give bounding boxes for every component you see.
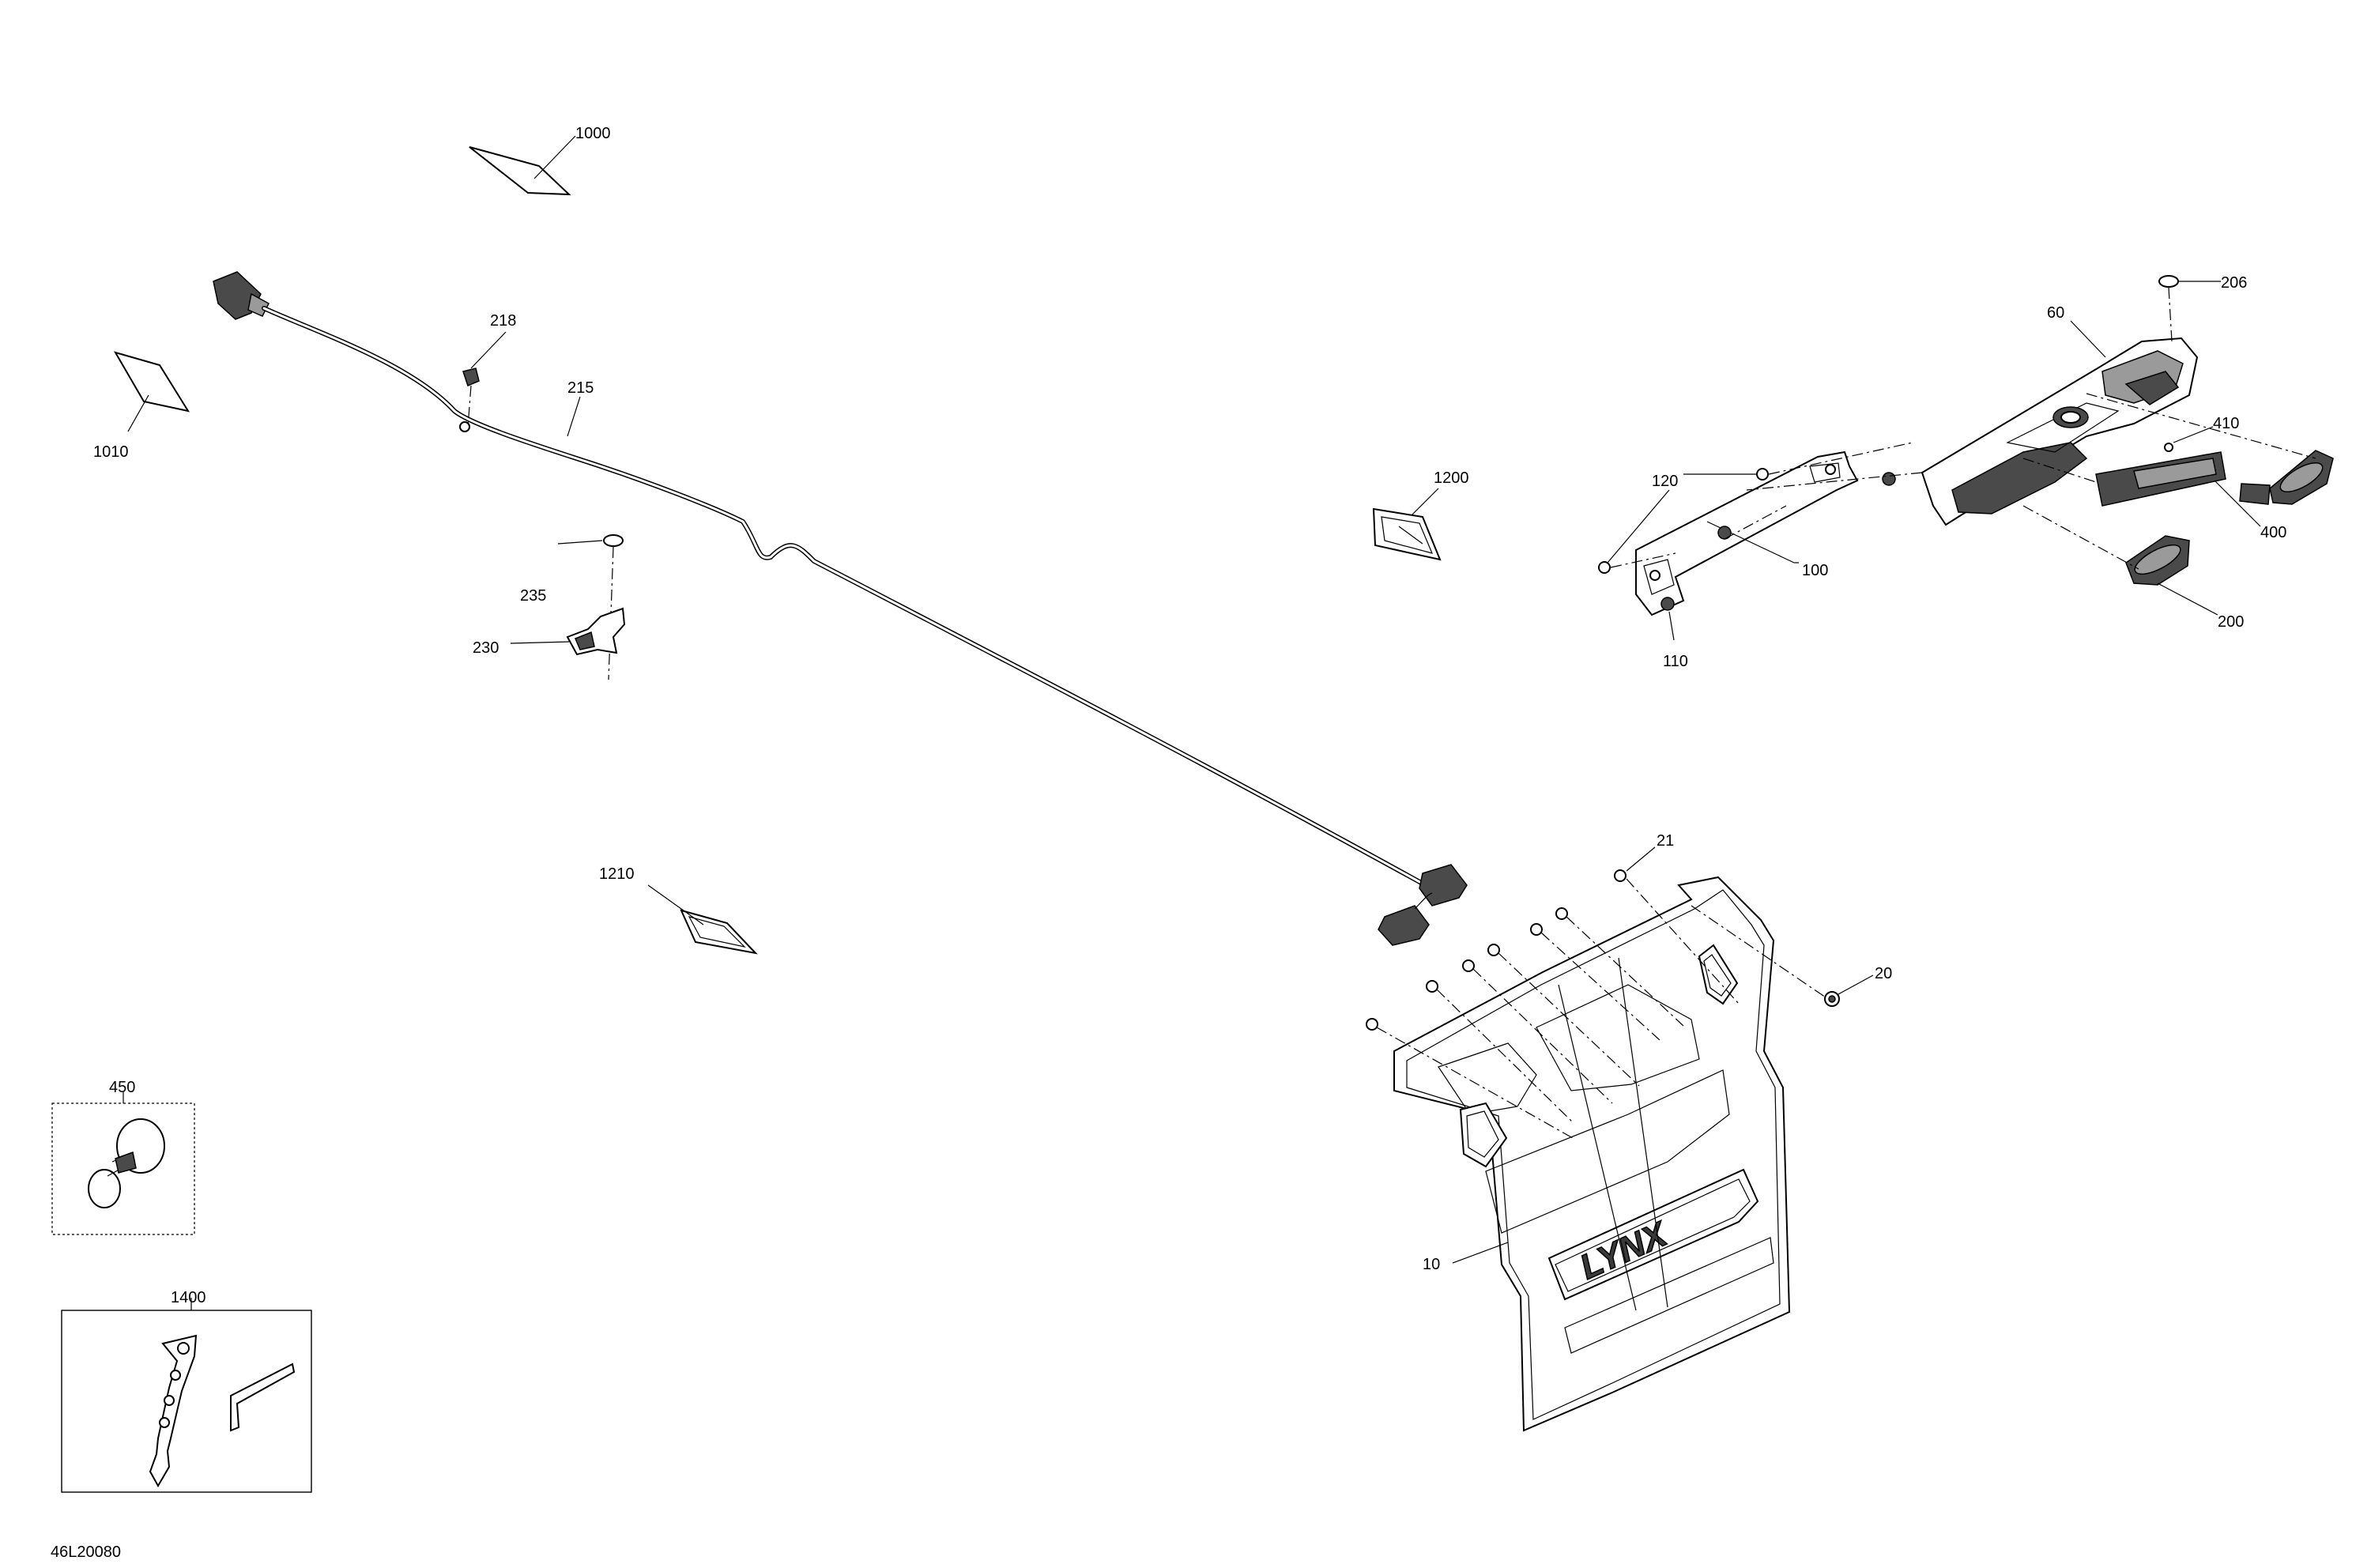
light-housing-60: [1746, 320, 2199, 526]
callout-20: 20: [1875, 965, 1892, 982]
hex-key: [230, 1363, 296, 1432]
nut-120: [1598, 442, 1913, 574]
decal-1010: [113, 351, 190, 432]
callout-1010: 1010: [93, 443, 129, 461]
callout-450: 450: [109, 1079, 135, 1096]
lens-400: [2022, 451, 2261, 527]
callout-206: 206: [2221, 274, 2247, 292]
callout-10: 10: [1423, 1256, 1440, 1273]
callout-1000: 1000: [575, 125, 611, 142]
light-200-right: [2086, 393, 2334, 505]
harness-connector-front: [213, 271, 270, 320]
bracket-100: [1635, 450, 1859, 616]
light-200-left: [2022, 505, 2218, 616]
callout-235: 235: [520, 587, 546, 605]
kit-box-1400: [61, 1298, 312, 1493]
callout-215: 215: [567, 379, 594, 397]
decal-1210: [647, 884, 758, 955]
spanner-wrench: [149, 1334, 198, 1488]
clip-218: [459, 331, 507, 432]
callout-100: 100: [1802, 562, 1828, 579]
kit-box-450: [51, 1092, 195, 1235]
screw-206: [2158, 275, 2221, 342]
callout-410: 410: [2213, 415, 2239, 432]
callout-120: 120: [1652, 473, 1678, 490]
drawing-number: 46L20080: [51, 1544, 121, 1561]
wiring-harness-215: [213, 271, 1468, 946]
rivets-21: [1366, 846, 1740, 1139]
callout-218: 218: [490, 312, 516, 330]
callout-400: 400: [2260, 524, 2286, 541]
callout-230: 230: [473, 639, 499, 657]
gasket-410: [2164, 426, 2214, 452]
harness-connector-rear: [1378, 864, 1468, 946]
callout-1210: 1210: [599, 865, 635, 883]
callout-200: 200: [2218, 613, 2244, 631]
screw-110: [1660, 472, 1896, 641]
callout-1200: 1200: [1434, 469, 1469, 487]
callout-1400: 1400: [171, 1289, 206, 1306]
callout-60: 60: [2047, 304, 2064, 322]
screw-235: [557, 534, 624, 680]
decal-1000: [469, 135, 576, 196]
callout-21: 21: [1657, 832, 1674, 850]
nuts-20: [1691, 905, 1874, 1007]
decal-1200: [1372, 488, 1442, 561]
callout-110: 110: [1663, 653, 1688, 670]
bracket-230: [510, 607, 626, 656]
snow-flap-10: LYNX: [1393, 876, 1791, 1432]
